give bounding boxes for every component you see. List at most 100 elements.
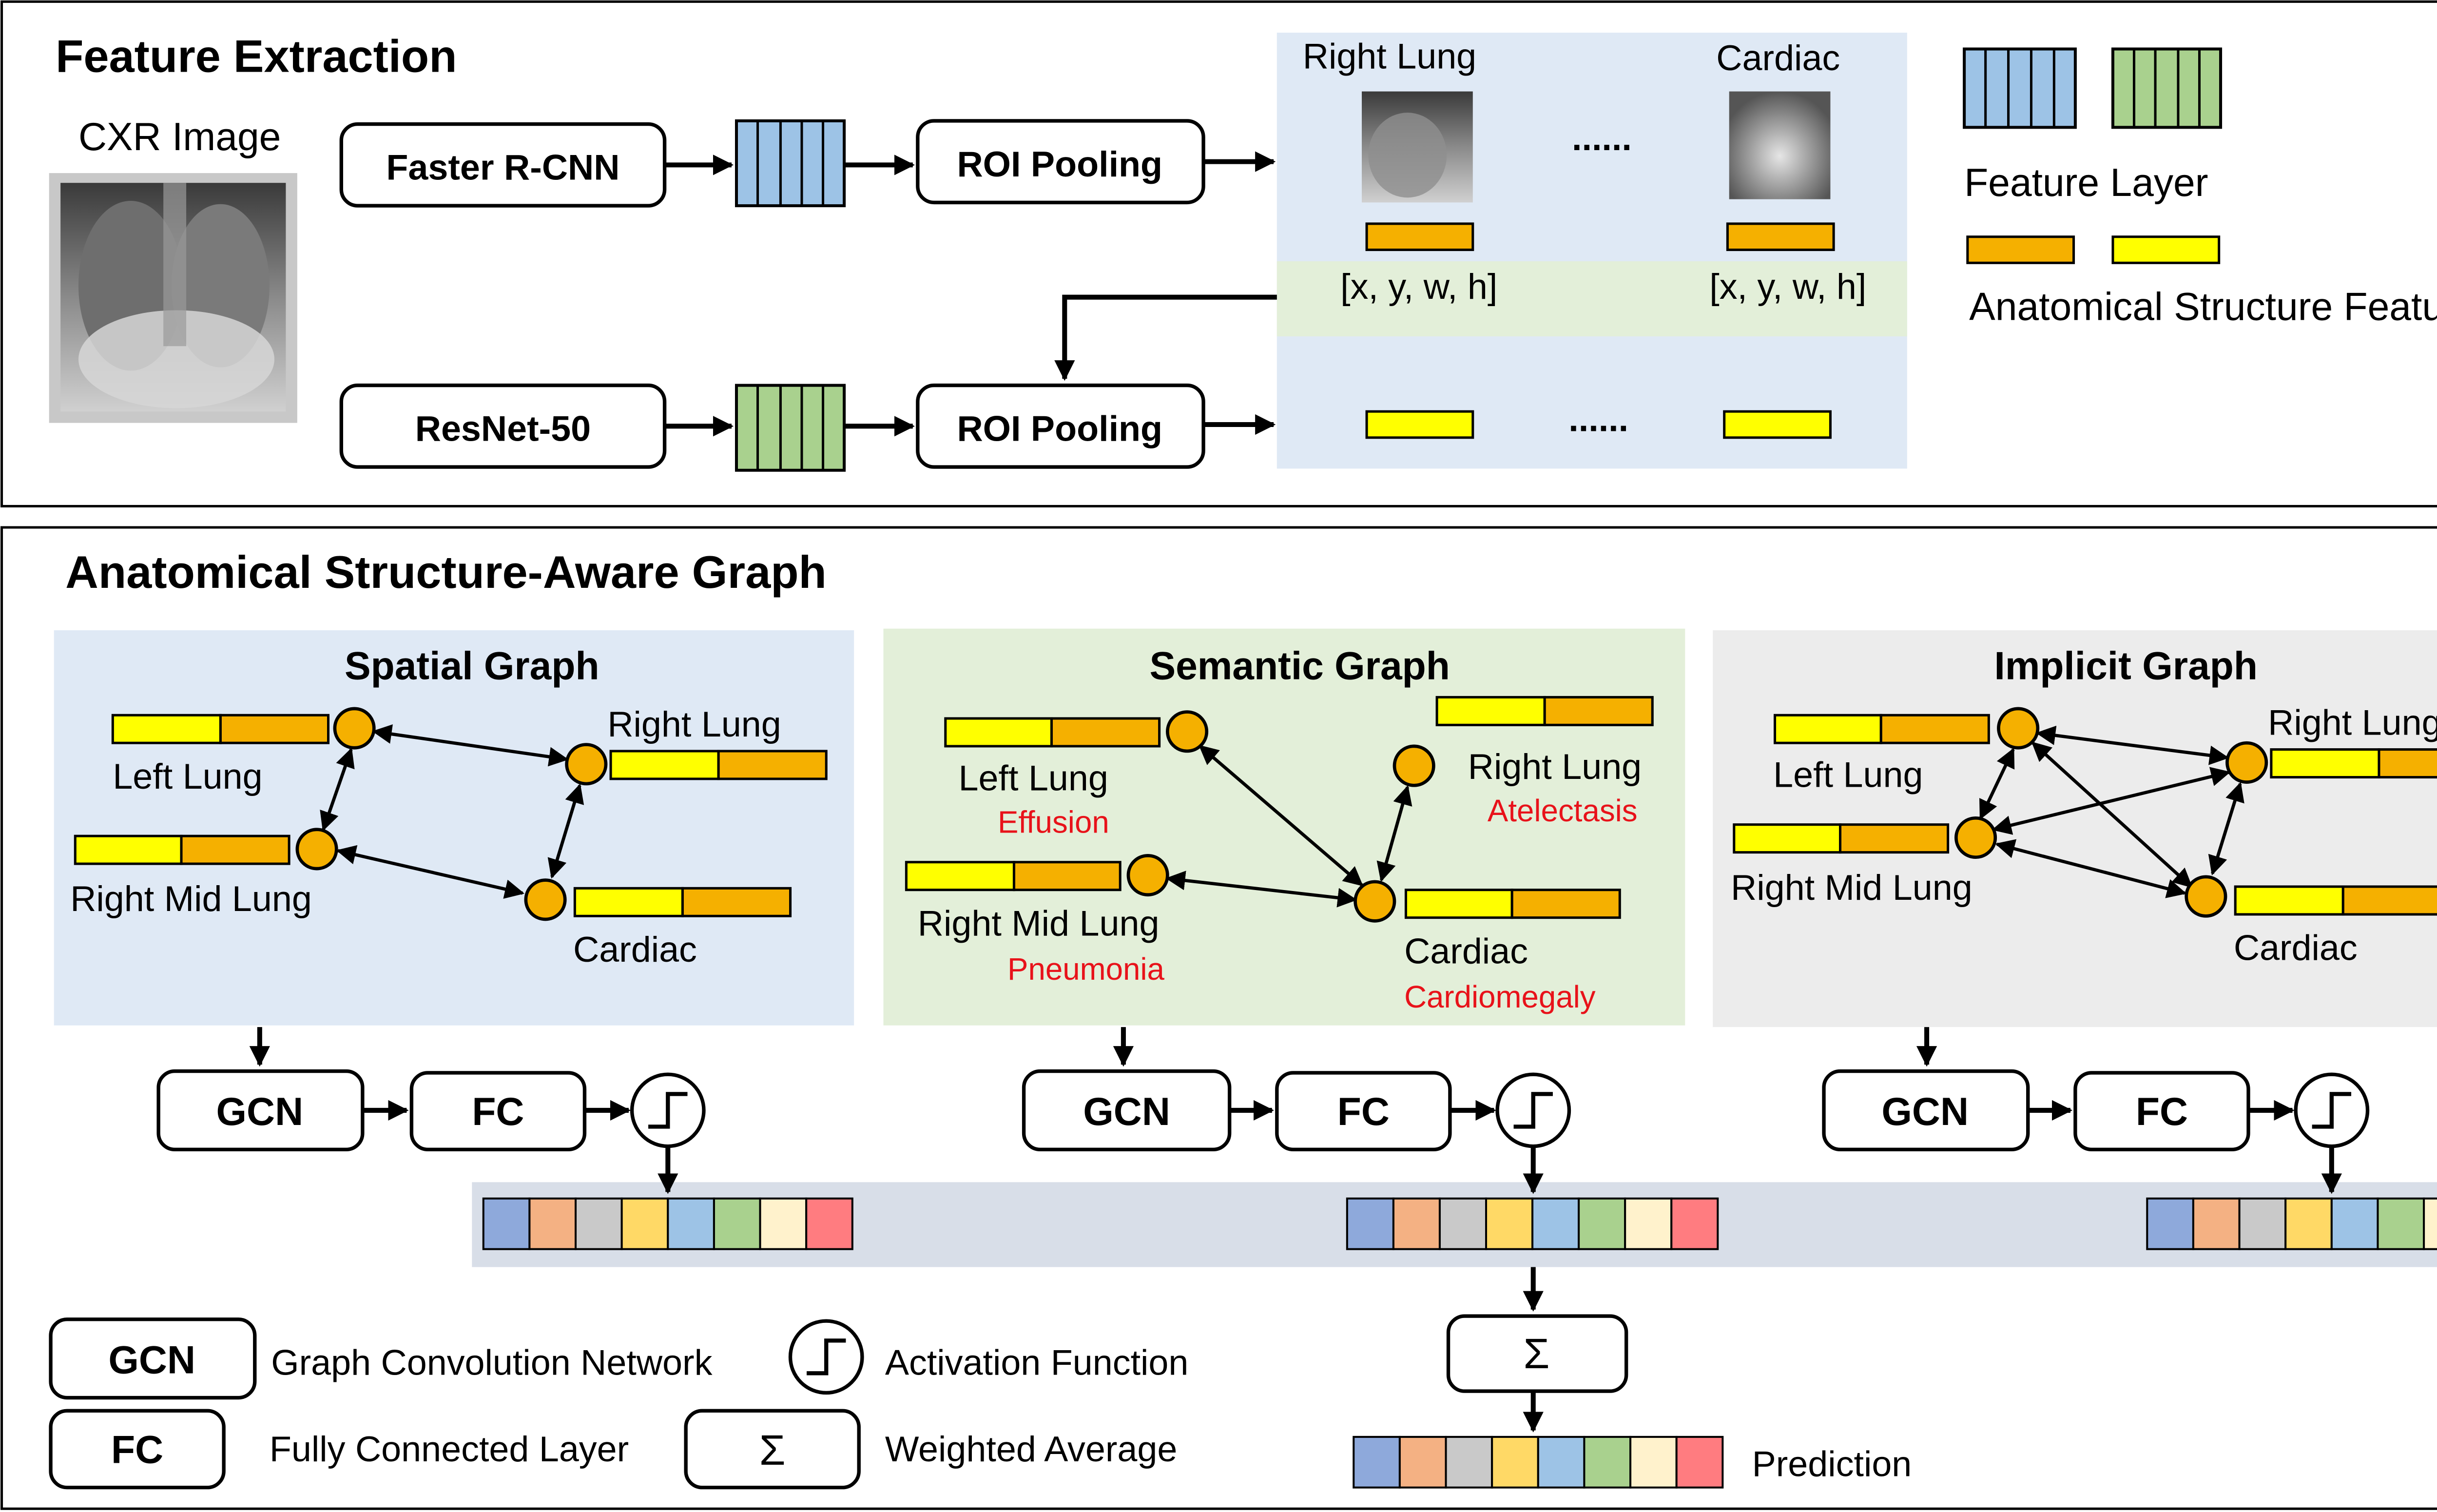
legend-fc-box bbox=[49, 1409, 226, 1490]
graph-node bbox=[565, 743, 608, 786]
legend-fc-desc: Fully Connected Layer bbox=[270, 1429, 629, 1469]
prediction-cell bbox=[759, 1197, 808, 1250]
prediction-cell bbox=[2284, 1197, 2333, 1250]
bbox-left: [x, y, w, h] bbox=[1340, 266, 1497, 307]
cxr-label: CXR Image bbox=[78, 115, 281, 159]
prediction-cell bbox=[667, 1197, 715, 1250]
spatial-graph: Spatial Graph Left Lung Right Lung Right… bbox=[54, 630, 854, 1026]
implicit-prediction-vector bbox=[2146, 1197, 2437, 1250]
prediction-cell bbox=[713, 1197, 761, 1250]
spatial-right-mid-lung: Right Mid Lung bbox=[70, 878, 312, 919]
prediction-cell bbox=[1578, 1197, 1626, 1250]
roi-pooling-top-label: ROI Pooling bbox=[957, 144, 1162, 184]
prediction-cell bbox=[1491, 1435, 1539, 1489]
spatial-branch: GCN FC bbox=[156, 1027, 706, 1194]
prediction-cell bbox=[1438, 1197, 1488, 1250]
faster-rcnn-label: Faster R-CNN bbox=[386, 147, 619, 187]
bbox-right: [x, y, w, h] bbox=[1709, 266, 1866, 307]
cxr-image bbox=[49, 173, 297, 423]
prediction-cell bbox=[1537, 1435, 1586, 1489]
region-cardiac-label: Cardiac bbox=[1716, 38, 1840, 78]
legend-activation-desc: Activation Function bbox=[885, 1342, 1189, 1383]
prediction-cell bbox=[1629, 1435, 1678, 1489]
feature-bar bbox=[1404, 889, 1621, 919]
final-prediction-vector bbox=[1353, 1435, 1724, 1489]
semantic-prediction-vector bbox=[1346, 1197, 1719, 1250]
region-feature-orange-2 bbox=[1726, 222, 1835, 252]
prediction-cell bbox=[528, 1197, 577, 1250]
legend-feature-orange bbox=[1966, 235, 2075, 264]
graph-node bbox=[1354, 880, 1396, 923]
gcn-label: GCN bbox=[1083, 1090, 1170, 1134]
implicit-branch: GCN FC bbox=[1822, 1027, 2370, 1194]
prediction-cell bbox=[1531, 1197, 1580, 1250]
legend-gcn-desc: Graph Convolution Network bbox=[271, 1342, 712, 1383]
fc-label: FC bbox=[2136, 1090, 2188, 1134]
semantic-right-mid-lung-disease: Pneumonia bbox=[1007, 952, 1164, 987]
dots-bottom: ...... bbox=[1568, 398, 1628, 439]
legend-fc-abbr: FC bbox=[111, 1428, 163, 1472]
spatial-right-lung: Right Lung bbox=[607, 704, 781, 744]
feature-bar bbox=[2234, 885, 2437, 916]
prediction-cell bbox=[1670, 1197, 1719, 1250]
prediction-cell bbox=[1624, 1197, 1673, 1250]
prediction-cell bbox=[1392, 1197, 1441, 1250]
feature-bar bbox=[905, 861, 1122, 892]
gcn-label: GCN bbox=[1881, 1090, 1969, 1134]
fc-label: FC bbox=[1337, 1090, 1390, 1134]
graph-node bbox=[1997, 707, 2040, 750]
prediction-cell bbox=[805, 1197, 853, 1250]
graph-node bbox=[1126, 853, 1169, 897]
graph-node bbox=[1166, 710, 1209, 753]
implicit-right-lung: Right Lung bbox=[2268, 702, 2437, 742]
prediction-cell bbox=[1445, 1435, 1493, 1489]
prediction-label: Prediction bbox=[1752, 1443, 1912, 1484]
graph-node bbox=[1393, 744, 1435, 787]
semantic-right-lung-disease: Atelectasis bbox=[1488, 794, 1638, 828]
feature-extraction-panel: Feature Extraction CXR Image Faster R-CN… bbox=[0, 0, 2437, 507]
legend-gcn-box bbox=[49, 1318, 257, 1400]
prediction-cell bbox=[2377, 1197, 2425, 1250]
legend-feature-layer-label: Feature Layer bbox=[1964, 161, 2208, 205]
roi-pooling-bottom-label: ROI Pooling bbox=[957, 408, 1162, 448]
implicit-cardiac: Cardiac bbox=[2234, 928, 2358, 968]
dots-top: ...... bbox=[1572, 117, 1632, 158]
legend-sigma-box bbox=[684, 1409, 861, 1490]
semantic-branch: GCN FC bbox=[1022, 1027, 1571, 1194]
prediction-cell bbox=[2192, 1197, 2241, 1250]
feature-bar bbox=[74, 834, 290, 865]
graph-node bbox=[2185, 875, 2227, 918]
feature-layer-blue bbox=[735, 119, 846, 208]
spatial-cardiac: Cardiac bbox=[573, 929, 697, 969]
prediction-cell bbox=[1583, 1435, 1632, 1489]
semantic-right-lung: Right Lung bbox=[1468, 746, 1642, 787]
feature-bar bbox=[1435, 696, 1654, 726]
weighted-average-box bbox=[1446, 1314, 1628, 1393]
feature-extraction-title: Feature Extraction bbox=[56, 30, 457, 81]
prediction-cell bbox=[1675, 1435, 1724, 1489]
feature-layer-green bbox=[735, 384, 846, 472]
semantic-cardiac: Cardiac bbox=[1404, 930, 1528, 971]
prediction-cell bbox=[1353, 1435, 1401, 1489]
prediction-cell bbox=[2238, 1197, 2287, 1250]
prediction-cell bbox=[2146, 1197, 2194, 1250]
region-feature-yellow-1 bbox=[1365, 410, 1474, 439]
prediction-cell bbox=[575, 1197, 623, 1250]
legend-sigma-icon: Σ bbox=[759, 1427, 786, 1474]
resnet-label: ResNet-50 bbox=[415, 408, 591, 448]
legend-feature-layer-blue bbox=[1963, 47, 2077, 129]
feature-bar bbox=[944, 717, 1161, 748]
prediction-cell bbox=[1398, 1435, 1447, 1489]
region-feature-yellow-2 bbox=[1723, 410, 1832, 439]
feature-bar bbox=[609, 750, 828, 780]
feature-bar bbox=[111, 714, 330, 744]
spatial-prediction-vector bbox=[482, 1197, 853, 1250]
prediction-cell bbox=[1346, 1197, 1394, 1250]
prediction-cell bbox=[482, 1197, 531, 1250]
right-lung-crop bbox=[1361, 91, 1473, 203]
prediction-cell bbox=[2330, 1197, 2379, 1250]
semantic-cardiac-disease: Cardiomegaly bbox=[1404, 980, 1596, 1014]
implicit-graph: Implicit Graph Left Lung Right Lung Righ… bbox=[1713, 630, 2437, 1027]
region-feature-orange-1 bbox=[1365, 222, 1474, 252]
